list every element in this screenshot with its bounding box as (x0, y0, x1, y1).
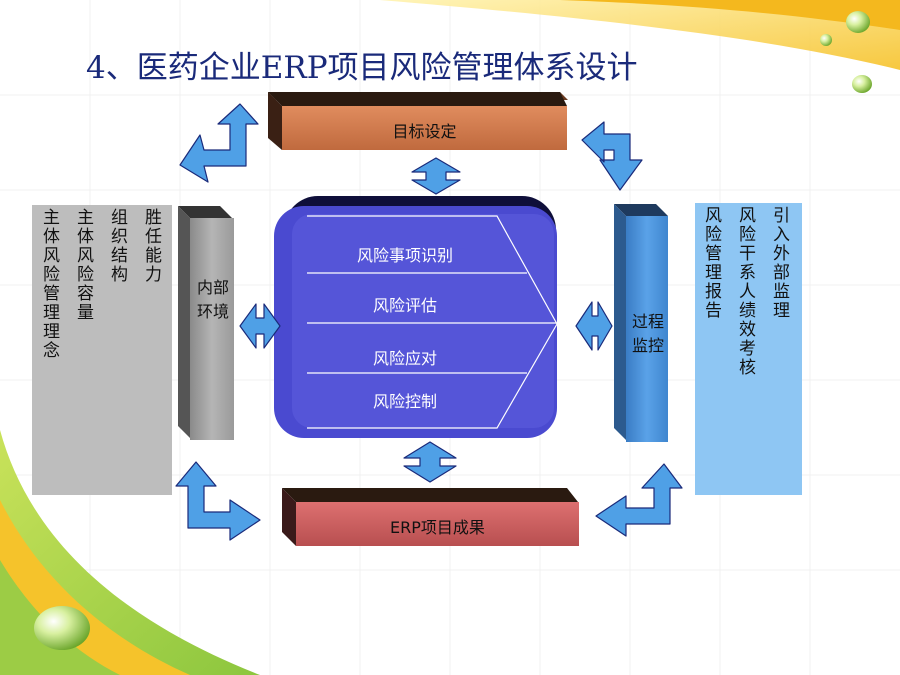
right-panel-column-3: 风险管理报告 (701, 206, 721, 320)
center-item-assessment: 风险评估 (372, 296, 437, 315)
center-item-response: 风险应对 (372, 349, 437, 368)
right-panel-column-1: 引入外部监理 (769, 206, 789, 320)
top-box-label: 目标设定 (392, 122, 457, 141)
left-pillar-line1: 内部 (196, 278, 229, 297)
right-panel-column-2: 风险干系人绩效考核 (735, 206, 755, 377)
center-item-control: 风险控制 (372, 392, 437, 411)
left-panel-column-3: 主体风险容量 (73, 208, 93, 322)
bottom-box-label: ERP项目成果 (390, 518, 485, 537)
left-pillar-label: 内部 环境 (190, 276, 236, 324)
right-pillar-line1: 过程 (631, 312, 664, 331)
left-panel-column-4: 主体风险管理理念 (39, 208, 59, 360)
page-title: 4、医药企业ERP项目风险管理体系设计 (86, 50, 638, 86)
left-panel-column-1: 胜任能力 (141, 208, 161, 284)
right-pillar-label: 过程 监控 (626, 310, 670, 358)
left-panel-column-2: 组织结构 (107, 208, 127, 284)
center-item-identification: 风险事项识别 (356, 246, 453, 265)
right-pillar-line2: 监控 (631, 336, 664, 355)
left-pillar-line2: 环境 (196, 302, 229, 321)
